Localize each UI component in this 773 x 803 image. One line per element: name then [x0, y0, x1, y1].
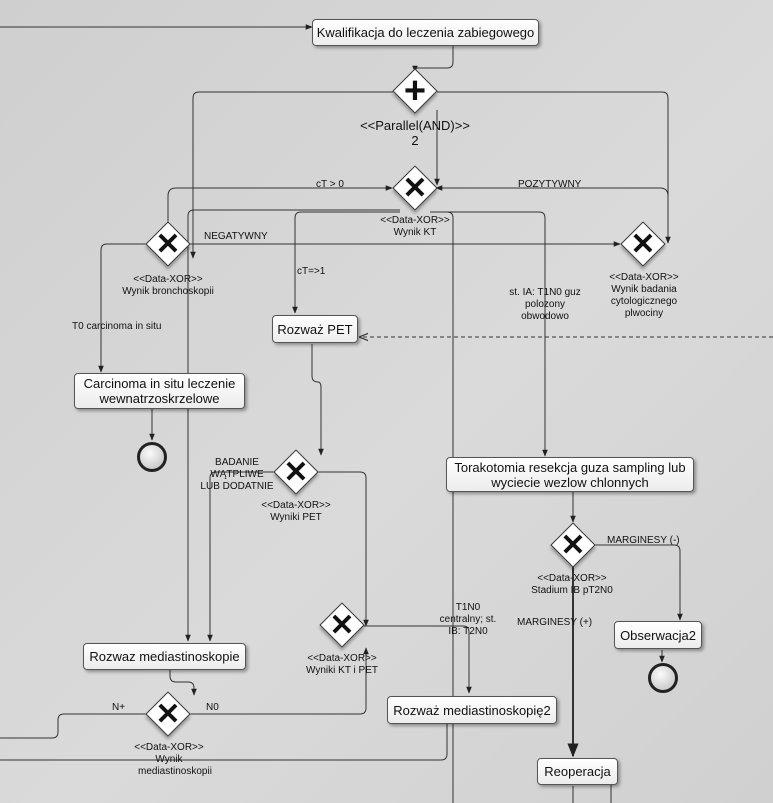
task-rozwaz-mediastinoskopie2[interactable]: Rozważ mediastinoskopię2 [387, 696, 557, 724]
gateway-wynik-badania-label: <<Data-XOR>> Wynik badania cytologiczneg… [596, 272, 692, 320]
edge-label-badanie: BADANIE WĄTPLIWE LUB DODATNIE [200, 457, 274, 492]
gateway-stereotype: <<Data-XOR>> [307, 653, 377, 664]
task-rozwaz-pet-label: Rozważ PET [277, 321, 353, 337]
gateway-wynik-mediastinoskopii-label: <<Data-XOR>> Wynik mediastinoskopii [124, 742, 214, 778]
gateway-stereotype: <<Data-XOR>> [133, 274, 203, 285]
task-rozwaz-mediastinoskopie[interactable]: Rozwaz mediastinoskopie [83, 643, 246, 670]
task-torakotomia[interactable]: Torakotomia resekcja guza sampling lub w… [446, 457, 694, 492]
task-reoperacja[interactable]: Reoperacja [537, 758, 618, 785]
gateway-wynik-badania[interactable]: ✕ [620, 221, 666, 267]
gateway-name: Wyniki KT i PET [306, 665, 378, 676]
edge-med2-out [0, 724, 448, 761]
gateway-stereotype: <<Data-XOR>> [380, 215, 450, 226]
gateway-stadium[interactable]: ✕ [550, 522, 596, 568]
gateway-wynik-bronchoskopii-label: <<Data-XOR>> Wynik bronchoskopii [108, 274, 228, 298]
gateway-parallel-label: <<Parallel(AND)>> 2 [350, 118, 480, 148]
edge-pet-ktpet [314, 471, 369, 627]
task-torakotomia-label: Torakotomia resekcja guza sampling lub w… [454, 459, 686, 490]
gateway-stereotype: <<Data-XOR>> [261, 500, 331, 511]
task-rozwaz-pet[interactable]: Rozważ PET [272, 315, 358, 343]
edge-label-n-plus: N+ [112, 702, 126, 713]
gateway-wynik-kt-label: <<Data-XOR>> Wynik KT [365, 215, 465, 239]
edge-label-marginesy-neg: MARGINESY (-) [607, 535, 680, 546]
gateway-wyniki-pet[interactable]: ✕ [273, 449, 319, 495]
gateway-stereotype: <<Data-XOR>> [537, 573, 607, 584]
edge-pet-wyniki [311, 344, 324, 456]
gateway-stereotype: <<Data-XOR>> [609, 272, 679, 283]
gateway-wyniki-kt-pet[interactable]: ✕ [319, 602, 365, 648]
x-icon: ✕ [329, 608, 355, 642]
gateway-name: Stadium IB pT2N0 [531, 585, 613, 596]
x-icon: ✕ [155, 697, 181, 731]
edge-n0 [186, 647, 369, 715]
task-carcinoma[interactable]: Carcinoma in situ leczenie wewnatrzoskrz… [74, 373, 245, 409]
x-icon: ✕ [155, 227, 181, 261]
gateway-stereotype: <<Data-XOR>> [134, 742, 204, 753]
edge-label-t0: T0 carcinoma in situ [72, 321, 162, 332]
gateway-stereotype: <<Parallel(AND)>> [360, 118, 470, 133]
end-event-carcinoma[interactable] [137, 442, 167, 472]
task-rozwaz-mediastinoskopie2-label: Rozważ mediastinoskopię2 [393, 702, 551, 718]
gateway-name: Wynik badania cytologicznego plwociny [610, 284, 678, 319]
x-icon: ✕ [283, 455, 309, 489]
x-icon: ✕ [630, 227, 656, 261]
edge-n-plus [0, 713, 148, 739]
task-obserwacja2[interactable]: Obserwacja2 [614, 621, 702, 649]
gateway-parallel[interactable]: + [392, 68, 438, 114]
edge-st-ia [430, 211, 548, 457]
edge-label-st-ia: st. IA: T1N0 guz polozony obwodowo [509, 287, 581, 322]
edge-badanie [207, 471, 276, 642]
edge-parallel-left [190, 91, 393, 259]
edge-label-negatywny: NEGATYWNY [204, 231, 268, 242]
edge-t0 [98, 243, 147, 373]
end-event-obserwacja[interactable] [648, 663, 678, 693]
gateway-wyniki-kt-pet-label: <<Data-XOR>> Wyniki KT i PET [292, 653, 392, 677]
gateway-wynik-kt[interactable]: ✕ [392, 165, 438, 211]
edge-med-wynik [169, 670, 197, 696]
x-icon: ✕ [402, 171, 428, 205]
gateway-name: Wynik bronchoskopii [122, 286, 214, 297]
edge-kwal-parallel [412, 46, 454, 73]
edge-label-ct-ge1: cT=>1 [297, 266, 326, 277]
gateway-name: Wyniki PET [270, 512, 322, 523]
gateway-name: Wynik KT [393, 227, 437, 238]
edge-ktpet-med2 [360, 625, 472, 694]
gateway-wynik-mediastinoskopii[interactable]: ✕ [145, 691, 191, 737]
edge-label-t1n0: T1N0 centralny; st. IB: T2N0 [439, 602, 497, 637]
edge-ct-gt0 [167, 185, 393, 222]
edge-label-n0: N0 [206, 702, 219, 713]
task-obserwacja2-label: Obserwacja2 [620, 627, 696, 643]
edge-marginesy-neg [592, 544, 683, 621]
gateway-name: 2 [411, 133, 419, 148]
plus-icon: + [403, 69, 427, 112]
edge-parallel-right [437, 91, 671, 244]
task-kwalifikacja[interactable]: Kwalifikacja do leczenia zabiegowego [312, 19, 539, 46]
edge-label-ct-gt0: cT > 0 [316, 179, 344, 190]
task-kwalifikacja-label: Kwalifikacja do leczenia zabiegowego [316, 25, 535, 40]
edge-ct-ge1 [292, 211, 400, 314]
task-reoperacja-label: Reoperacja [544, 764, 611, 779]
gateway-wyniki-pet-label: <<Data-XOR>> Wyniki PET [246, 500, 346, 524]
edge-kt-left [185, 209, 400, 642]
task-rozwaz-mediastinoskopie-label: Rozwaz mediastinoskopie [89, 649, 240, 664]
edge-label-pozytywny: POZYTYWNY [518, 179, 582, 190]
edge-kt-down [430, 211, 454, 803]
task-carcinoma-label: Carcinoma in situ leczenie wewnatrzoskrz… [83, 376, 236, 406]
edge-pozytywny [435, 185, 669, 228]
gateway-name: Wynik mediastinoskopii [138, 754, 212, 777]
edge-label-marginesy-pos: MARGINESY (+) [517, 617, 593, 628]
gateway-wynik-bronchoskopii[interactable]: ✕ [145, 221, 191, 267]
gateway-stadium-label: <<Data-XOR>> Stadium IB pT2N0 [522, 573, 622, 597]
x-icon: ✕ [560, 528, 586, 562]
